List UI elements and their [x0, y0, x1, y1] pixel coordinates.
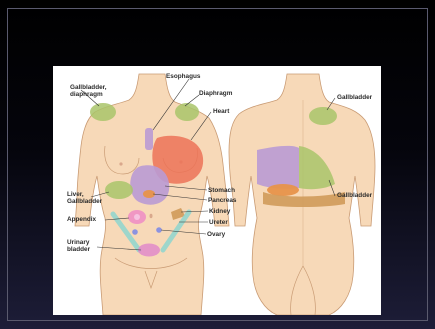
label-pancreas: Pancreas	[208, 197, 236, 204]
label-diaphragm: Diaphragm	[199, 90, 232, 97]
front-body	[75, 74, 229, 315]
label-appendix: Appendix	[67, 216, 96, 223]
zone-back-pancreas	[267, 184, 299, 196]
zone-gallbladder-diaphragm-shoulder	[90, 103, 116, 121]
label-esophagus: Esophagus	[166, 73, 200, 80]
zone-urinary-bladder	[138, 244, 160, 257]
label-liver-gallbladder-line1: Liver,	[67, 191, 84, 198]
label-gallbladder-diaphragm-line2: diaphragm	[70, 91, 103, 98]
label-liver-gallbladder-line2: Gallbladder	[67, 198, 102, 205]
label-heart: Heart	[213, 108, 229, 115]
zone-liver-gallbladder	[105, 181, 133, 199]
nipple-left	[119, 162, 122, 165]
label-gallbladder-back-upper: Gallbladder	[337, 94, 372, 101]
zone-ovary-left	[132, 229, 138, 235]
zone-appendix-core	[134, 214, 140, 220]
referred-pain-figure: Esophagus Gallbladder, diaphragm Diaphra…	[53, 66, 381, 315]
zone-ovary-right	[156, 227, 162, 233]
label-kidney: Kidney	[209, 208, 230, 215]
zone-esophagus	[145, 128, 153, 150]
label-urinary-bladder-line2: bladder	[67, 246, 90, 253]
label-gallbladder-diaphragm-line1: Gallbladder,	[70, 84, 107, 91]
zone-back-stomach	[257, 146, 299, 189]
label-urinary-bladder-line1: Urinary	[67, 239, 89, 246]
label-gallbladder-back-lower: Gallbladder	[337, 192, 372, 199]
label-stomach: Stomach	[208, 187, 235, 194]
navel	[150, 214, 153, 218]
label-ureter: Ureter	[209, 219, 228, 226]
zone-back-gallbladder-shoulder	[309, 107, 337, 125]
zone-diaphragm-shoulder	[175, 103, 199, 121]
label-ovary: Ovary	[207, 231, 225, 238]
